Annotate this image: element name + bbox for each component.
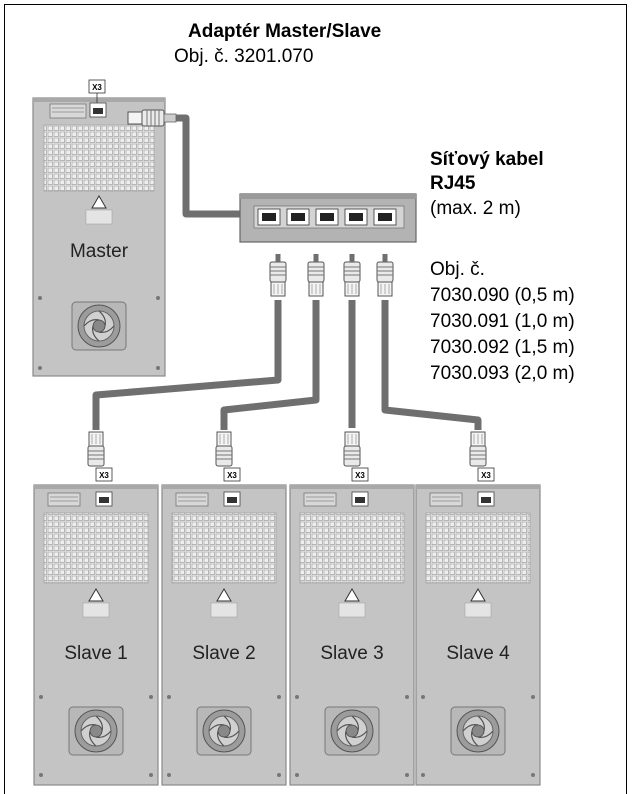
cable-variant: 7030.091 (1,0 m) <box>430 311 575 332</box>
slave-3-x3-label: X3 <box>355 471 365 480</box>
cable-master-adapter <box>176 114 240 218</box>
slave-3-label: Slave 3 <box>320 643 383 664</box>
adapter-plug-1 <box>269 261 287 297</box>
slave-2-vent-grill <box>171 512 277 584</box>
diagram-frame <box>4 4 627 794</box>
adapter-plug-3 <box>343 261 361 297</box>
master-vent-grill <box>43 124 155 192</box>
slave-4-plug <box>469 431 487 467</box>
slave-1-vent-grill <box>43 512 149 584</box>
cable-variant: 7030.092 (1,5 m) <box>430 337 575 358</box>
slave-4-vent-grill <box>425 512 531 584</box>
cable-slave-1 <box>92 300 282 430</box>
cable-slave-4 <box>381 300 482 430</box>
slave-2-plug <box>215 431 233 467</box>
slave-1-x3-label: X3 <box>99 471 109 480</box>
slave-3-vent-grill <box>299 512 405 584</box>
slave-4-fan-icon <box>450 706 506 756</box>
slave-2-fan-icon <box>196 706 252 756</box>
slave-3-warning-icon <box>344 588 360 602</box>
slave-1-label: Slave 1 <box>64 643 127 664</box>
adapter-plug-2 <box>307 261 325 297</box>
cable-slave-2 <box>220 300 320 430</box>
slave-1-warning-icon <box>88 588 104 602</box>
adapter-plug-4 <box>376 261 394 297</box>
slave-2-label: Slave 2 <box>192 643 255 664</box>
master-label: Master <box>70 241 129 262</box>
master-unit: X3 Master <box>32 79 166 377</box>
master-fan-icon <box>71 301 127 351</box>
adapter-port-4 <box>344 208 368 226</box>
master-warning-icon <box>91 195 107 209</box>
slave-1-x3-tag <box>95 467 113 482</box>
cable-variant: 7030.090 (0,5 m) <box>430 285 575 306</box>
slave-4-x3-label: X3 <box>481 471 491 480</box>
slave-1-plug <box>87 431 105 467</box>
adapter-order-number: Obj. č. 3201.070 <box>174 46 314 67</box>
adapter-title: Adaptér Master/Slave <box>188 21 382 42</box>
master-rj45-plug <box>127 109 177 127</box>
adapter-port-2 <box>286 208 310 226</box>
adapter-port-1 <box>257 208 281 226</box>
slave-1-fan-icon <box>68 706 124 756</box>
slave-3-fan-icon <box>324 706 380 756</box>
slave-2-x3-label: X3 <box>227 471 237 480</box>
slave-2-warning-icon <box>216 588 232 602</box>
cable-variant: 7030.093 (2,0 m) <box>430 363 575 384</box>
slave-4-warning-icon <box>470 588 486 602</box>
slave-2-x3-tag <box>223 467 241 482</box>
slave-3-plug <box>343 431 361 467</box>
cable-title-line1: Síťový kabel <box>430 149 544 170</box>
master-x3-label: X3 <box>92 83 102 92</box>
cable-order-label: Obj. č. <box>430 259 485 280</box>
adapter-port-3 <box>315 208 339 226</box>
cable-title-line2: RJ45 <box>430 173 476 194</box>
slave-4-x3-tag <box>477 467 495 482</box>
adapter-port-5 <box>373 208 397 226</box>
master-slave-adapter <box>239 193 417 243</box>
slave-4-label: Slave 4 <box>446 643 510 664</box>
cable-max-length: (max. 2 m) <box>430 198 521 219</box>
slave-3-x3-tag <box>351 467 369 482</box>
